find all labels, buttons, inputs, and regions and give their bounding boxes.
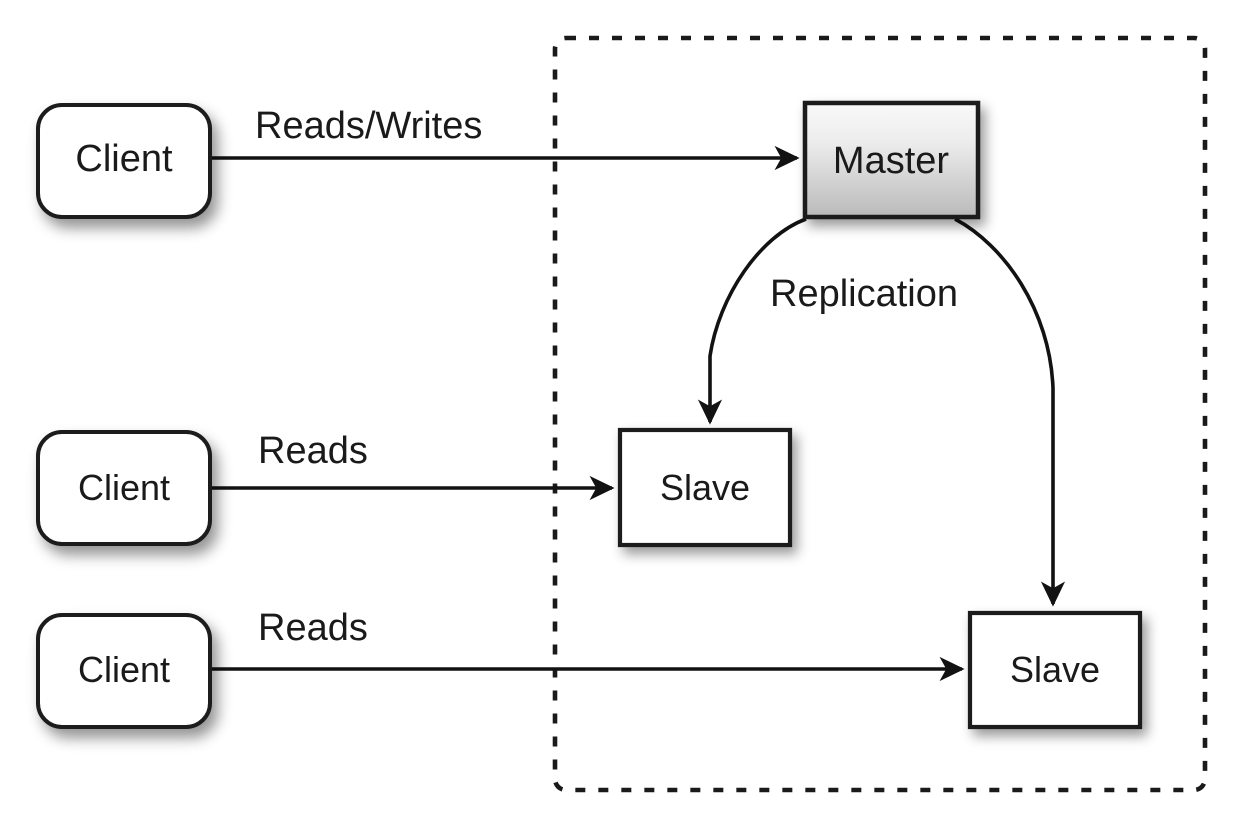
- master-label: Master: [833, 140, 949, 182]
- client-bottom-label: Client: [78, 649, 170, 690]
- node-slave-upper[interactable]: Slave: [617, 427, 793, 548]
- database-cluster-boundary: [552, 35, 1208, 793]
- edge-master-slave-upper: [697, 217, 807, 425]
- edge-label-reads-bottom: Reads: [258, 607, 368, 649]
- client-top-label: Client: [75, 138, 173, 180]
- master-box[interactable]: [802, 100, 981, 220]
- node-client-bottom[interactable]: Client: [36, 613, 212, 729]
- slave-upper-box[interactable]: [617, 427, 793, 548]
- edge-label-reads-writes: Reads/Writes: [255, 105, 482, 147]
- client-middle-label: Client: [78, 467, 170, 508]
- node-slave-lower[interactable]: Slave: [967, 610, 1143, 730]
- node-client-middle[interactable]: Client: [36, 430, 212, 546]
- client-top-box[interactable]: [36, 103, 212, 219]
- edge-master-slave-lower: [954, 217, 1066, 607]
- edge-label-reads-middle: Reads: [258, 430, 368, 472]
- slave-lower-label: Slave: [1010, 649, 1100, 690]
- slave-lower-box[interactable]: [967, 610, 1143, 730]
- client-middle-box[interactable]: [36, 430, 212, 546]
- edge-curve: [954, 217, 1066, 607]
- edge-label-replication: Replication: [770, 273, 958, 315]
- slave-upper-label: Slave: [660, 467, 750, 508]
- client-bottom-box[interactable]: [36, 613, 212, 729]
- edge-curve: [697, 217, 807, 425]
- node-client-top[interactable]: Client: [36, 103, 212, 219]
- node-master[interactable]: Master: [802, 100, 981, 220]
